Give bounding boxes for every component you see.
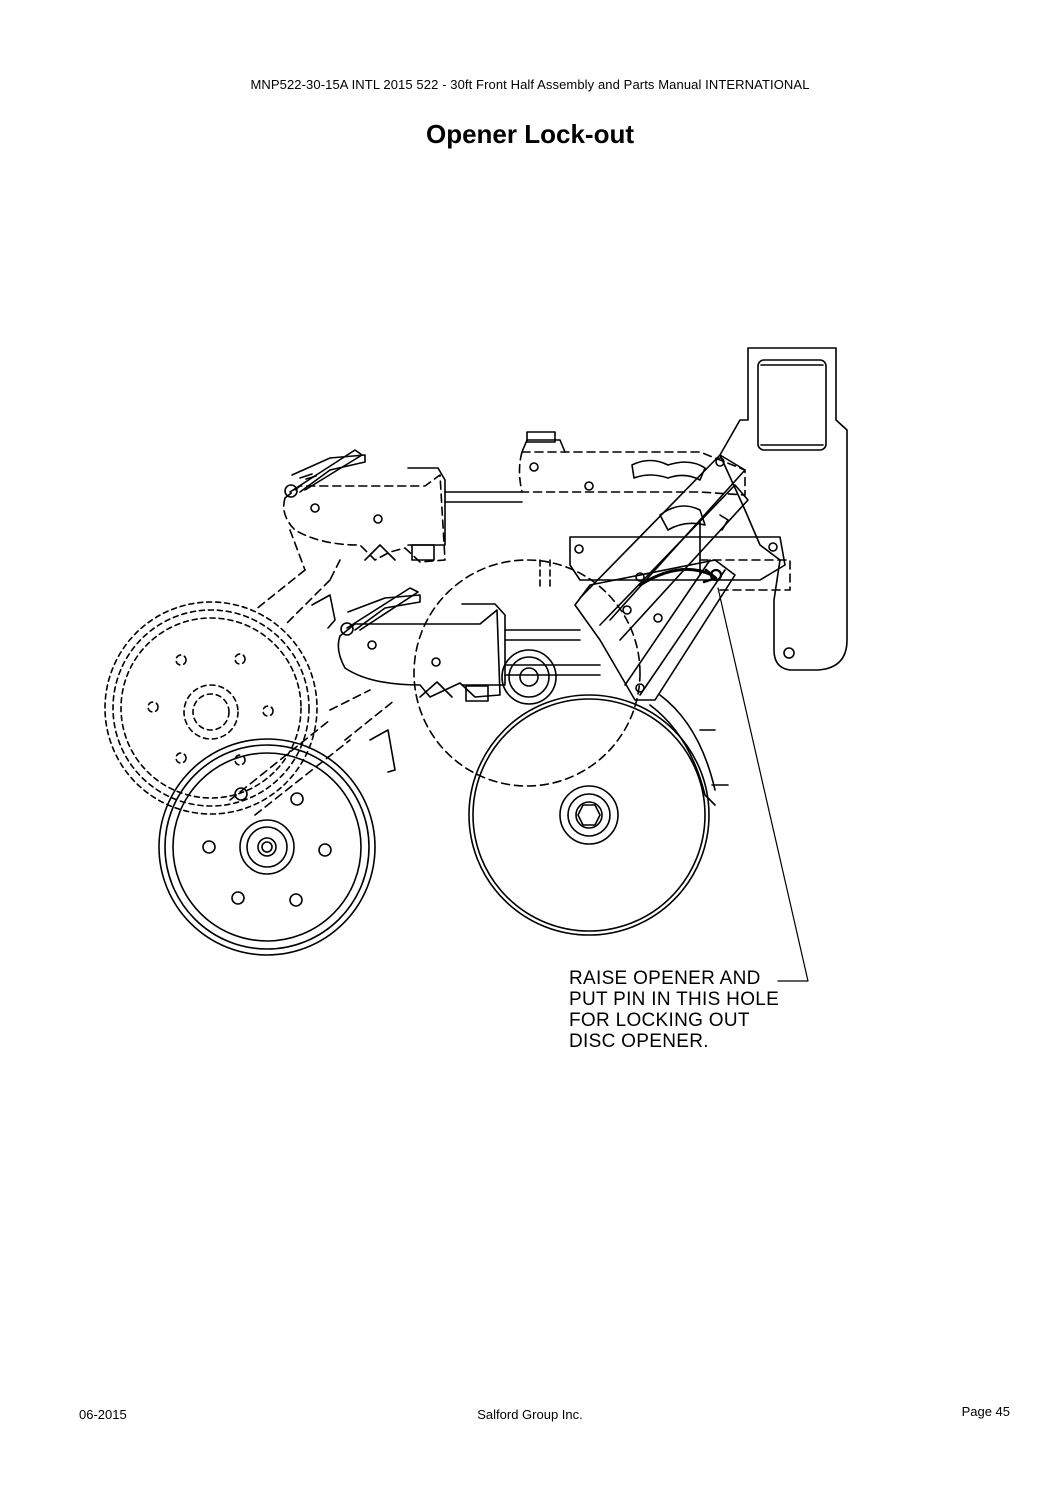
callout-line-4: DISC OPENER. [569, 1031, 709, 1052]
parallel-links [518, 431, 791, 641]
mount-bracket [719, 347, 848, 671]
page-number: Page 45 [961, 1404, 1010, 1419]
lower-gauge-bracket [337, 587, 506, 702]
callout-leader-line [717, 587, 809, 982]
lockout-pin-hole [638, 514, 729, 587]
callout-line-3: FOR LOCKING OUT [569, 1010, 750, 1031]
gauge-wheel-arms [229, 529, 396, 816]
callout-line-1: RAISE OPENER AND [569, 968, 761, 989]
upper-gauge-bracket [282, 449, 446, 563]
frame-tubes [444, 491, 601, 676]
disc-opener-lowered [413, 559, 641, 787]
page-title: Opener Lock-out [425, 119, 634, 149]
footer-date: 06-2015 [79, 1407, 127, 1422]
arm-tabs [311, 594, 396, 773]
callout-line-2: PUT PIN IN THIS HOLE [569, 989, 780, 1010]
opener-shank [574, 559, 736, 806]
front-gauge-wheel [158, 738, 376, 956]
disc-hub-upper [501, 649, 557, 705]
footer-company: Salford Group Inc. [477, 1407, 583, 1422]
disc-opener [468, 694, 710, 936]
rear-gauge-wheel [104, 601, 318, 815]
manual-title: MNP522-30-15A INTL 2015 522 - 30ft Front… [250, 77, 810, 92]
lockout-callout: RAISE OPENER AND PUT PIN IN THIS HOLE FO… [569, 968, 779, 1052]
